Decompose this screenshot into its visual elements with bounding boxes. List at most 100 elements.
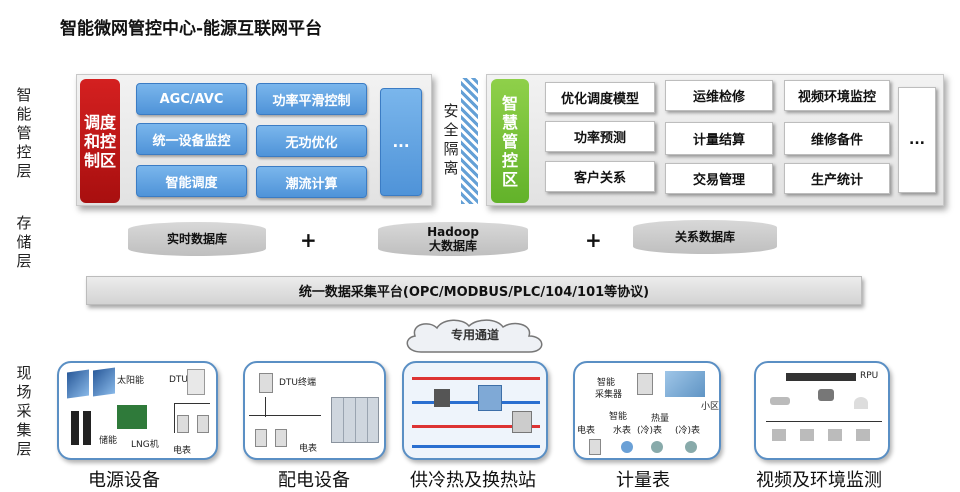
- data-collection-platform: 统一数据采集平台(OPC/MODBUS/PLC/104/101等协议): [86, 276, 862, 305]
- ptz-camera-icon: [818, 389, 834, 401]
- meter-icon: [177, 415, 189, 433]
- field-card-video: RPU: [754, 361, 890, 460]
- collector-text: 采集器: [595, 390, 623, 400]
- hadoop-db: Hadoop 大数据库: [378, 222, 528, 256]
- field-label-heating: 供冷热及换热站: [410, 470, 536, 491]
- solar-text: 太阳能: [117, 376, 145, 386]
- water-meter-text: 水表: [613, 426, 632, 436]
- meter-text: 电表: [173, 446, 192, 456]
- water-meter-icon: [621, 441, 633, 453]
- heat-meter-icon: [651, 441, 663, 453]
- layer-label-storage: 存储层: [16, 214, 32, 270]
- dispatch-more-button[interactable]: ...: [380, 88, 422, 196]
- field-card-metering: 智能 采集器 小区 智能 热量 电表 水表 (冷)表 (冷)表: [573, 361, 721, 460]
- meter-text: 电表: [577, 426, 596, 436]
- dtu-box-icon: [187, 369, 205, 395]
- smart-zone-tag: 智慧管控区: [491, 79, 529, 203]
- meter-icon: [589, 439, 601, 455]
- reactive-opt-button[interactable]: 无功优化: [256, 125, 367, 157]
- wire-line: [249, 415, 321, 416]
- spare-parts-button[interactable]: 维修备件: [784, 122, 890, 155]
- switchgear-cabinet-icon: [331, 397, 379, 443]
- battery-icon: [83, 411, 91, 445]
- solar-panel-icon: [93, 367, 115, 397]
- cloud-icon: [406, 319, 543, 353]
- cold-pipe: [412, 401, 540, 404]
- cold-meter-text: (冷)表: [637, 426, 663, 436]
- sensor-icon: [856, 429, 870, 441]
- agc-avc-button[interactable]: AGC/AVC: [136, 83, 247, 115]
- trade-management-button[interactable]: 交易管理: [665, 163, 773, 194]
- heat-meter-icon: [685, 441, 697, 453]
- dome-camera-icon: [854, 397, 868, 409]
- field-card-heating: [402, 361, 548, 460]
- maintenance-button[interactable]: 运维检修: [665, 80, 773, 111]
- dtu-text: DTU: [169, 375, 189, 385]
- dispatch-control-panel: [76, 74, 432, 206]
- dispatch-model-button[interactable]: 优化调度模型: [545, 82, 655, 113]
- smart-text: 智能: [597, 378, 616, 388]
- video-env-monitor-button[interactable]: 视频环境监控: [784, 80, 890, 111]
- production-stats-button[interactable]: 生产统计: [784, 163, 890, 194]
- heat-exchanger-icon: [478, 385, 502, 411]
- generator-icon: [117, 405, 147, 429]
- dtu-terminal-icon: [259, 373, 273, 393]
- hadoop-db-line1: Hadoop: [427, 225, 479, 239]
- hot-pipe: [412, 425, 540, 428]
- heat-text: 热量: [651, 414, 670, 424]
- relational-db: 关系数据库: [633, 220, 777, 254]
- hot-pipe: [412, 377, 540, 380]
- plus-sign: +: [585, 228, 602, 252]
- sensor-icon: [800, 429, 814, 441]
- field-card-power: 太阳能 DTU 储能 LNG机 电表: [57, 361, 218, 460]
- field-label-metering: 计量表: [616, 470, 670, 491]
- field-label-power: 电源设备: [88, 470, 160, 491]
- field-label-video: 视频及环境监测: [756, 470, 882, 491]
- pump-icon: [434, 389, 450, 407]
- collector-icon: [637, 373, 653, 395]
- residential-text: 小区: [701, 402, 720, 412]
- wire-line: [766, 421, 882, 422]
- meter-icon: [255, 429, 267, 447]
- page-title: 智能微网管控中心-能源互联网平台: [60, 19, 323, 39]
- battery-icon: [71, 411, 79, 445]
- power-smoothing-button[interactable]: 功率平滑控制: [256, 83, 367, 115]
- metering-settlement-button[interactable]: 计量结算: [665, 122, 773, 155]
- wire-line: [174, 403, 175, 433]
- power-flow-button[interactable]: 潮流计算: [256, 166, 367, 198]
- smart-text: 智能: [609, 412, 628, 422]
- wire-line: [265, 397, 266, 417]
- hadoop-db-line2: 大数据库: [428, 239, 477, 253]
- tank-icon: [512, 411, 532, 433]
- lng-text: LNG机: [131, 440, 159, 450]
- wire-line: [174, 403, 210, 404]
- smart-more-button[interactable]: ...: [898, 87, 936, 193]
- realtime-db: 实时数据库: [128, 222, 266, 256]
- dtu-terminal-text: DTU终端: [279, 378, 317, 388]
- isolation-barrier: [461, 78, 478, 204]
- meter-text: 电表: [299, 444, 318, 454]
- cold-pipe: [412, 445, 540, 448]
- plus-sign: +: [300, 228, 317, 252]
- field-label-distribution: 配电设备: [278, 470, 350, 491]
- storage-text: 储能: [99, 436, 118, 446]
- power-forecast-button[interactable]: 功率预测: [545, 121, 655, 152]
- camera-icon: [770, 397, 790, 405]
- dispatch-zone-tag: 调度和控制区: [80, 79, 120, 203]
- smart-dispatch-button[interactable]: 智能调度: [136, 165, 247, 197]
- meter-icon: [275, 429, 287, 447]
- security-isolation-label: 安全隔离: [443, 102, 459, 177]
- device-monitor-button[interactable]: 统一设备监控: [136, 123, 247, 155]
- field-card-distribution: DTU终端 电表: [243, 361, 386, 460]
- solar-panel-icon: [67, 369, 89, 399]
- building-icon: [665, 371, 705, 397]
- sensor-icon: [828, 429, 842, 441]
- dedicated-channel-label: 专用通道: [450, 328, 499, 342]
- cold-meter-text: (冷)表: [675, 426, 701, 436]
- layer-label-field: 现场采集层: [16, 364, 32, 458]
- sensor-icon: [772, 429, 786, 441]
- customer-relation-button[interactable]: 客户关系: [545, 161, 655, 192]
- rpu-text: RPU: [860, 371, 879, 381]
- layer-label-mgmt: 智能管控层: [16, 86, 32, 180]
- rpu-unit-icon: [786, 373, 856, 381]
